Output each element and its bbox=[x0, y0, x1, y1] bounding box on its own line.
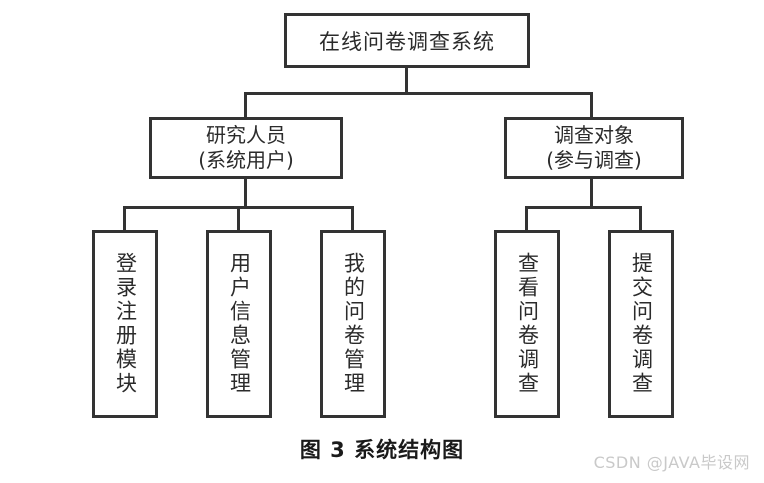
connector-leaf-1-drop bbox=[123, 206, 126, 230]
node-branch-researcher: 研究人员 (系统用户) bbox=[149, 117, 343, 179]
node-leaf-user-info-management-label: 用户信息管理 bbox=[227, 252, 252, 396]
connector-leaf-5-drop bbox=[639, 206, 642, 230]
connector-root-drop bbox=[405, 68, 408, 92]
node-leaf-submit-questionnaire-label: 提交问卷调查 bbox=[629, 252, 654, 396]
node-root: 在线问卷调查系统 bbox=[284, 13, 530, 68]
connector-respondent-drop bbox=[590, 179, 593, 206]
node-branch-researcher-line2: (系统用户) bbox=[198, 148, 294, 172]
figure-caption: 图 3 系统结构图 bbox=[299, 438, 465, 462]
connector-leaf-4-drop bbox=[525, 206, 528, 230]
node-branch-respondent: 调查对象 (参与调查) bbox=[504, 117, 684, 179]
node-branch-researcher-line1: 研究人员 bbox=[206, 123, 286, 147]
node-leaf-my-questionnaire-management-label: 我的问卷管理 bbox=[341, 252, 366, 396]
node-leaf-my-questionnaire-management: 我的问卷管理 bbox=[320, 230, 386, 418]
node-leaf-user-info-management: 用户信息管理 bbox=[206, 230, 272, 418]
watermark-text: CSDN @JAVA毕设网 bbox=[593, 453, 750, 472]
connector-respondent-bus bbox=[525, 206, 642, 209]
node-leaf-login-register: 登录注册模块 bbox=[92, 230, 158, 418]
connector-branch-left-drop bbox=[244, 92, 247, 117]
node-leaf-view-questionnaire-label: 查看问卷调查 bbox=[515, 252, 540, 396]
connector-level1-bus bbox=[244, 92, 593, 95]
connector-leaf-3-drop bbox=[351, 206, 354, 230]
node-leaf-submit-questionnaire: 提交问卷调查 bbox=[608, 230, 674, 418]
connector-leaf-2-drop bbox=[237, 206, 240, 230]
connector-branch-right-drop bbox=[590, 92, 593, 117]
node-root-label: 在线问卷调查系统 bbox=[319, 29, 495, 54]
node-branch-respondent-line1: 调查对象 bbox=[554, 123, 634, 147]
node-leaf-login-register-label: 登录注册模块 bbox=[113, 252, 138, 396]
node-leaf-view-questionnaire: 查看问卷调查 bbox=[494, 230, 560, 418]
node-branch-respondent-line2: (参与调查) bbox=[546, 148, 642, 172]
connector-researcher-drop bbox=[244, 179, 247, 206]
